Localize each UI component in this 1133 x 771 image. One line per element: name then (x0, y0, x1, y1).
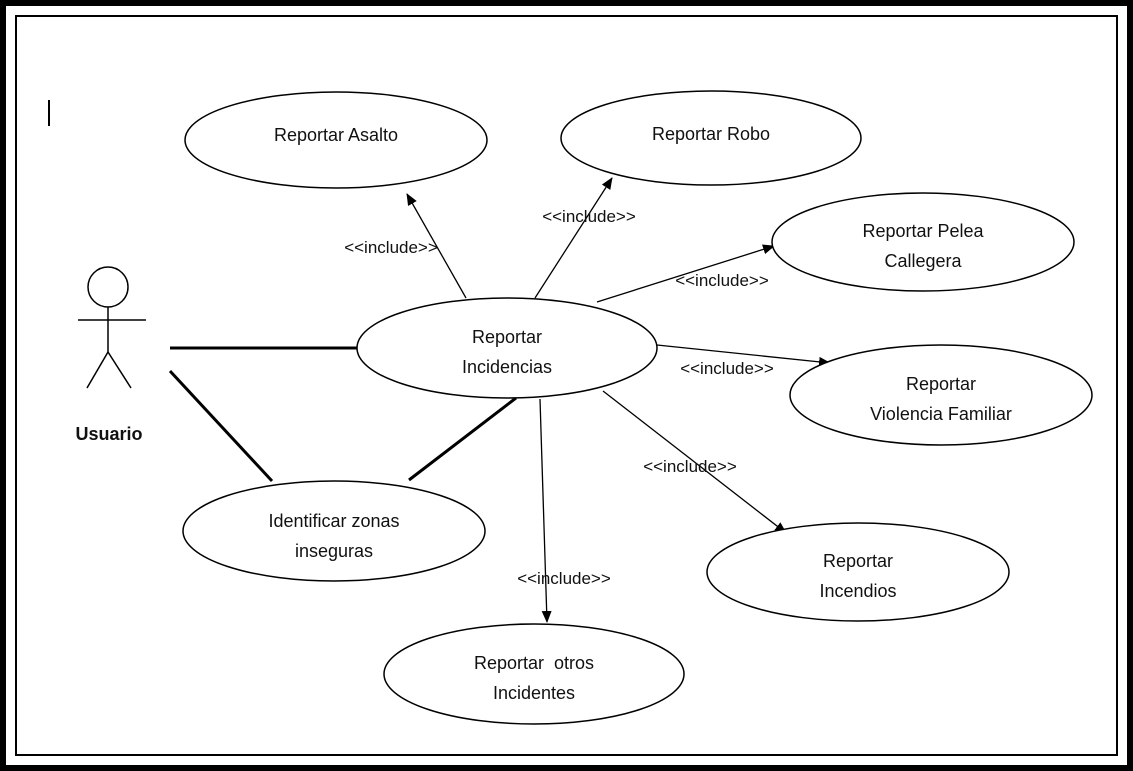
include-label-otros: <<include>> (517, 569, 611, 588)
use-case-label-line: Callegera (884, 251, 962, 271)
use-case-label-line: Incidencias (462, 357, 552, 377)
use-case-reportar-pelea[interactable]: Reportar Pelea Callegera (771, 192, 1075, 292)
use-case-label-line: Reportar (906, 374, 976, 394)
use-case-reportar-robo[interactable]: Reportar Robo (560, 90, 862, 186)
use-case-reportar-asalto[interactable]: Reportar Asalto (184, 91, 488, 189)
use-case-reportar-incidencias[interactable]: Reportar Incidencias (356, 297, 658, 399)
diagram-inner-border (15, 15, 1118, 756)
use-case-label-line: Reportar Robo (652, 124, 770, 144)
actor-head (87, 266, 129, 308)
use-case-label-line: Reportar Asalto (274, 125, 398, 145)
use-case-label-line: Reportar otros (474, 653, 594, 673)
use-case-label-line: Reportar (472, 327, 542, 347)
use-case-label-line: Identificar zonas (268, 511, 399, 531)
use-case-label-line: Incidentes (493, 683, 575, 703)
use-case-reportar-otros-incidentes[interactable]: Reportar otros Incidentes (383, 623, 685, 725)
include-label-incendios: <<include>> (643, 457, 737, 476)
use-case-reportar-violencia-familiar[interactable]: Reportar Violencia Familiar (789, 344, 1093, 446)
actor-left-leg (86, 351, 109, 389)
include-arrow-robo (534, 177, 613, 299)
use-case-reportar-incendios[interactable]: Reportar Incendios (706, 522, 1010, 622)
include-arrow-incendios (602, 390, 787, 534)
include-arrow-violencia (656, 344, 831, 367)
include-label-robo: <<include>> (542, 207, 636, 226)
include-arrow-asalto (406, 193, 467, 299)
actor-usuario[interactable]: Usuario (75, 266, 146, 444)
include-label-asalto: <<include>> (344, 238, 438, 257)
include-arrow-pelea (596, 244, 775, 303)
use-case-identificar-zonas-inseguras[interactable]: Identificar zonas inseguras (182, 480, 486, 582)
use-case-label-line: Violencia Familiar (870, 404, 1012, 424)
use-case-label-line: Reportar Pelea (862, 221, 984, 241)
include-arrow-otros (539, 398, 552, 623)
use-case-label-line: inseguras (295, 541, 373, 561)
association-usuario-zonas (168, 369, 274, 483)
use-case-label-line: Reportar (823, 551, 893, 571)
association-zonas-incidencias (408, 396, 517, 482)
include-label-pelea: <<include>> (675, 271, 769, 290)
actor-right-leg (107, 351, 132, 389)
use-case-label-line: Incendios (819, 581, 896, 601)
include-label-violencia: <<include>> (680, 359, 774, 378)
actor-label: Usuario (75, 424, 142, 444)
